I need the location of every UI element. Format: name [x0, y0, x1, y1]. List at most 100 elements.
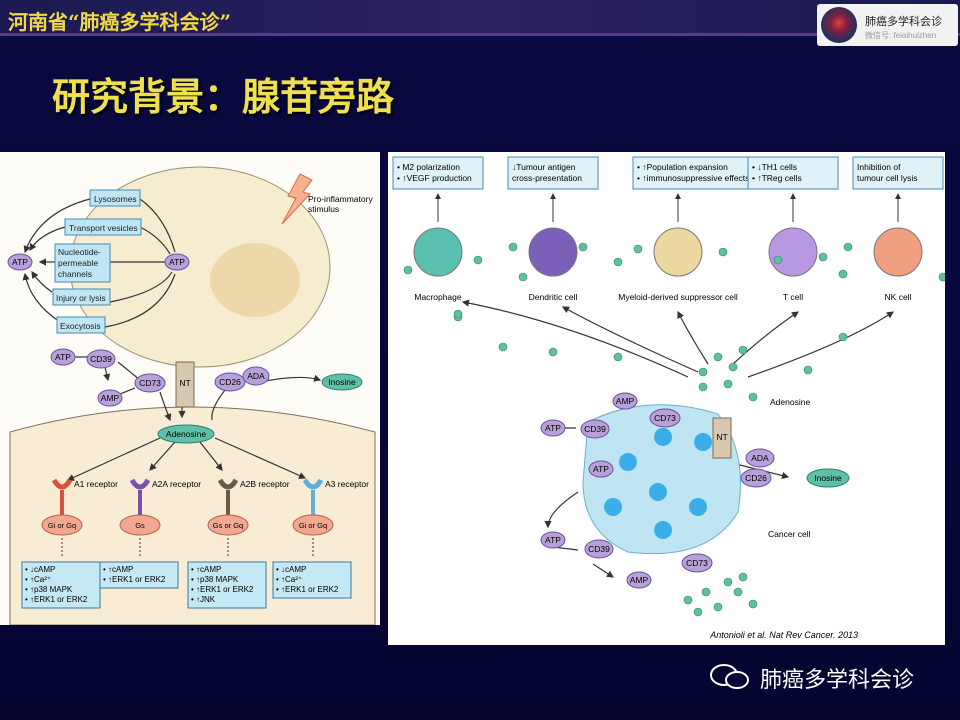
svg-text:Nucleotide-: Nucleotide- — [58, 247, 101, 257]
nt-transporter: NT — [712, 417, 732, 459]
atp-node: ATP — [50, 348, 76, 366]
svg-text:AMP: AMP — [616, 396, 635, 406]
adenosine-dot — [803, 365, 813, 375]
wechat-icon — [710, 664, 749, 689]
svg-text:CD26: CD26 — [745, 473, 767, 483]
svg-text:ATP: ATP — [55, 352, 71, 362]
receptor-icon — [302, 478, 324, 490]
adenosine-dot — [683, 595, 693, 605]
g-protein-label: Gs or Gq — [213, 521, 243, 530]
svg-text:NT: NT — [179, 378, 190, 388]
adenosine-dot — [473, 255, 483, 265]
effect-item: • ↑JNK — [191, 595, 216, 604]
svg-text:ATP: ATP — [545, 423, 561, 433]
adenosine-dot — [693, 607, 703, 617]
effect-item: • ↓cAMP — [276, 565, 306, 574]
release-route-box: Lysosomes — [89, 189, 141, 207]
inosine-node: Inosine — [806, 468, 850, 488]
svg-text:NT: NT — [716, 432, 727, 442]
adenosine-dot — [613, 352, 623, 362]
adenosine-dot — [733, 587, 743, 597]
cell-effect: • ↑VEGF production — [397, 173, 472, 183]
cell-label: Macrophage — [414, 292, 462, 302]
receptor-label: A2A receptor — [152, 479, 201, 489]
adenosine-node: Adenosine — [157, 424, 215, 444]
adenosine-dot — [748, 392, 758, 402]
svg-text:Adenosine: Adenosine — [166, 429, 206, 439]
svg-text:ADA: ADA — [751, 453, 769, 463]
effect-item: • ↑cAMP — [103, 565, 133, 574]
cell-label: Myeloid-derived suppressor cell — [618, 292, 738, 302]
cell-effect: cross-presentation — [512, 173, 582, 183]
adenosine-dot — [713, 352, 723, 362]
amp-node: AMP — [626, 571, 652, 589]
adenosine-dot — [613, 257, 623, 267]
svg-text:CD39: CD39 — [588, 544, 610, 554]
lightning-icon — [281, 173, 313, 225]
svg-text:Transport vesicles: Transport vesicles — [69, 223, 138, 233]
cell-effect: tumour cell lysis — [857, 173, 917, 183]
svg-text:permeable: permeable — [58, 258, 98, 268]
adenosine-dot — [548, 347, 558, 357]
effect-item: • ↑Ca²⁺ — [25, 575, 51, 584]
cell-icon — [768, 227, 818, 277]
effect-item: • ↓cAMP — [25, 565, 55, 574]
adenosine-dot — [718, 247, 728, 257]
cell-effect: • ↑immunosuppressive effects — [637, 173, 749, 183]
footer-brand: 肺癌多学科会诊 — [760, 667, 915, 692]
atp-node: ATP — [588, 460, 614, 478]
svg-text:Exocytosis: Exocytosis — [60, 321, 101, 331]
nt-transporter: NT — [175, 361, 195, 408]
logo-wechat-id: 微信号: feiaihuizhen — [865, 31, 937, 40]
svg-text:AMP: AMP — [101, 393, 120, 403]
cell-label: NK cell — [885, 292, 912, 302]
adenosine-label: Adenosine — [770, 397, 810, 407]
cd73-node: CD73 — [681, 553, 713, 573]
amp-node: AMP — [97, 389, 123, 407]
adenosine-dot — [838, 332, 848, 342]
svg-text:CD39: CD39 — [584, 424, 606, 434]
g-protein-label: Gi or Gq — [299, 521, 327, 530]
ada-node: ADA — [745, 448, 775, 468]
lung-logo-icon — [821, 7, 857, 43]
adenosine-dot — [698, 382, 708, 392]
atp-node: ATP — [164, 253, 190, 271]
adenosine-dot — [738, 345, 748, 355]
cd73-node: CD73 — [649, 408, 681, 428]
slide-title: 研究背景：腺苷旁路 — [52, 74, 395, 119]
effect-item: • ↑ERK1 or ERK2 — [25, 595, 88, 604]
atp-node: ATP — [540, 531, 566, 549]
receptor-icon — [129, 478, 151, 490]
receptor-icon — [217, 478, 239, 490]
adenosine-dot — [773, 255, 783, 265]
effect-item: • ↑ERK1 or ERK2 — [103, 575, 166, 584]
svg-text:ADA: ADA — [247, 371, 265, 381]
release-route-box: Injury or lysis — [52, 288, 111, 306]
amp-node: AMP — [612, 392, 638, 410]
adenosine-dot — [838, 269, 848, 279]
inosine-node: Inosine — [321, 373, 363, 391]
citation: Antonioli et al. Nat Rev Cancer. 2013 — [709, 630, 858, 640]
svg-text:channels: channels — [58, 269, 92, 279]
logo-name: 肺癌多学科会诊 — [865, 16, 942, 28]
svg-text:ATP: ATP — [545, 535, 561, 545]
cell-label: T cell — [783, 292, 803, 302]
adenosine-dot — [498, 342, 508, 352]
nucleus — [210, 243, 300, 317]
cell-icon — [528, 227, 578, 277]
adenosine-dot — [578, 242, 588, 252]
g-protein-label: Gi or Gq — [48, 521, 76, 530]
adenosine-dot — [748, 599, 758, 609]
atp-node: ATP — [7, 253, 33, 271]
adenosine-dot — [723, 577, 733, 587]
cd39-node: CD39 — [86, 349, 116, 369]
cell-icon — [873, 227, 923, 277]
adenosine-dot — [738, 572, 748, 582]
svg-text:ATP: ATP — [169, 257, 185, 267]
immune-cell-2: • ↑Population expansion• ↑immunosuppress… — [618, 156, 764, 302]
